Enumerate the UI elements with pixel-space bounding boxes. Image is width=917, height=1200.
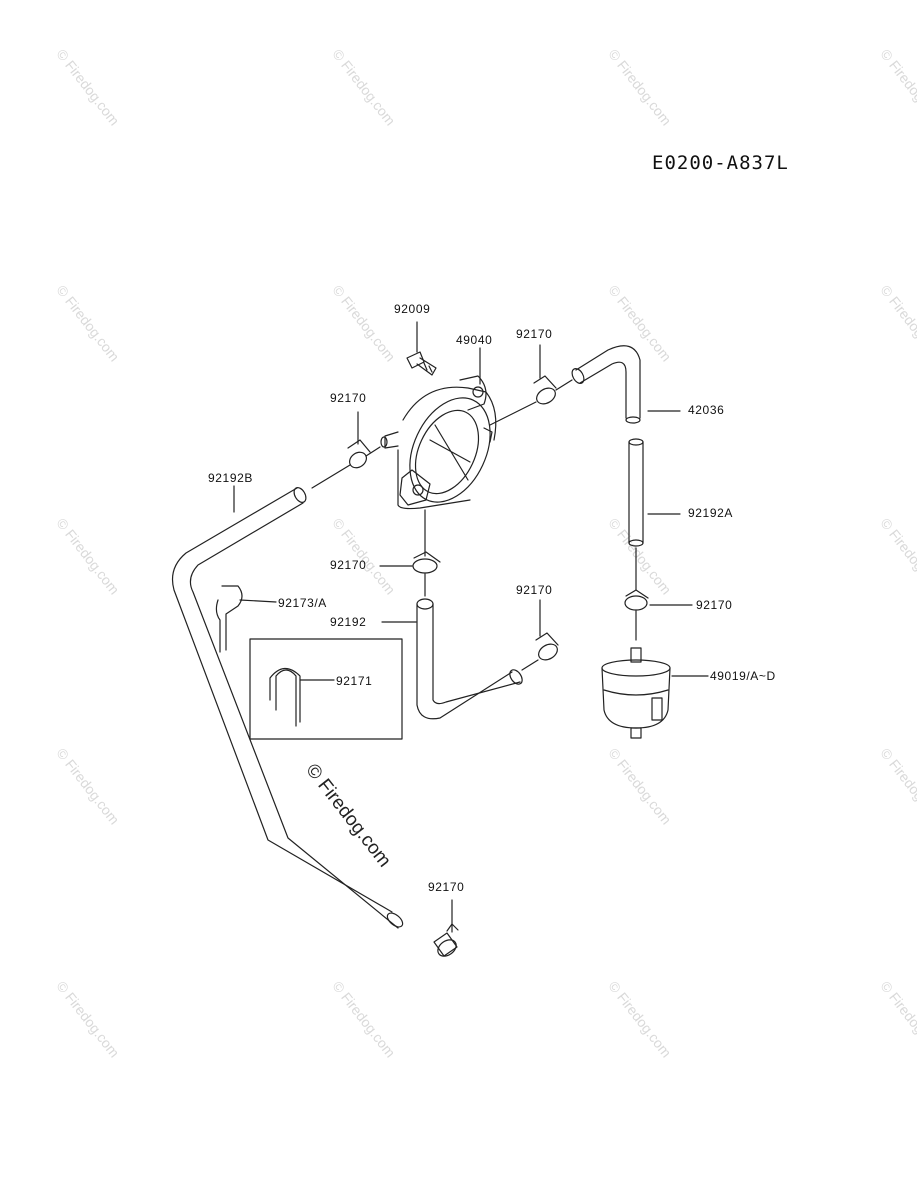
inset-box — [249, 638, 403, 740]
label-92170-bottom: 92170 — [428, 880, 465, 894]
clip-92171 — [269, 667, 301, 727]
clamp-92170-mid-right — [521, 599, 559, 671]
label-42036: 42036 — [688, 403, 725, 417]
fuel-filter-49019 — [601, 647, 671, 739]
clamp-92170-bottom — [433, 923, 459, 957]
label-92170-mid-right: 92170 — [516, 583, 553, 597]
label-92171: 92171 — [336, 674, 373, 688]
diagram-id: E0200-A837L — [652, 152, 789, 174]
fuel-pump-49040 — [380, 375, 497, 510]
label-49019: 49019/A~D — [710, 669, 776, 683]
label-92192b: 92192B — [208, 471, 253, 485]
label-92173a: 92173/A — [278, 596, 327, 610]
clamp-92170-mid — [412, 509, 441, 597]
clamp-92170-left — [311, 411, 381, 489]
label-49040: 49040 — [456, 333, 493, 347]
hose-92192 — [416, 598, 523, 720]
label-92170-top-left: 92170 — [330, 391, 367, 405]
clamp-92170-top-right — [489, 344, 573, 426]
screw-92009 — [406, 321, 437, 376]
clamp-92170-right — [624, 547, 649, 641]
hose-92192b — [171, 487, 404, 929]
label-92170-top-right: 92170 — [516, 327, 553, 341]
label-92192: 92192 — [330, 615, 367, 629]
elbow-hose-42036 — [571, 345, 641, 424]
label-92170-mid: 92170 — [330, 558, 367, 572]
label-92192a: 92192A — [688, 506, 733, 520]
label-92170-right: 92170 — [696, 598, 733, 612]
hose-92192a — [628, 438, 644, 547]
clip-92173a — [215, 585, 243, 653]
label-92009: 92009 — [394, 302, 431, 316]
